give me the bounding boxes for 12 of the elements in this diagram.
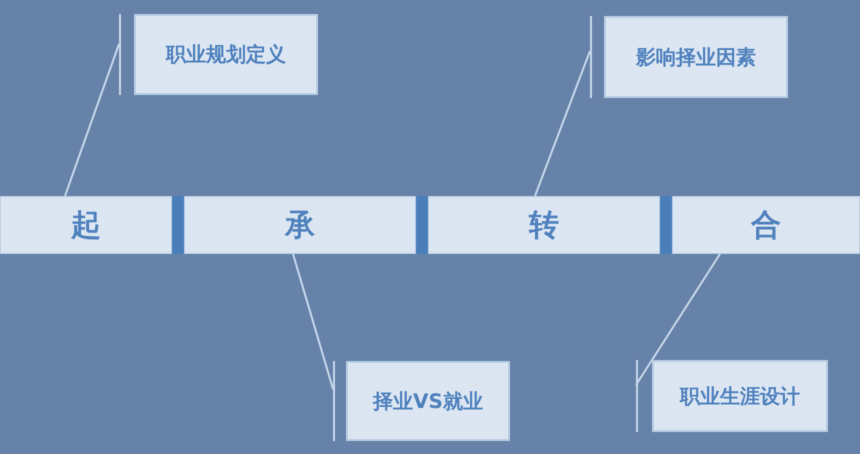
- timeline-segment: 转: [428, 196, 660, 254]
- leader-line: [64, 44, 120, 196]
- timeline-segment: 承: [184, 196, 416, 254]
- callout-box: 职业规划定义: [134, 14, 318, 95]
- timeline-segment: 起: [0, 196, 172, 254]
- callout-box: 择业VS就业: [346, 361, 510, 441]
- leader-line: [635, 253, 721, 386]
- leader-line: [292, 254, 334, 390]
- callout-box: 影响择业因素: [604, 16, 788, 98]
- callout-box: 职业生涯设计: [652, 360, 828, 432]
- leader-line: [534, 50, 591, 196]
- timeline-segment: 合: [672, 196, 860, 254]
